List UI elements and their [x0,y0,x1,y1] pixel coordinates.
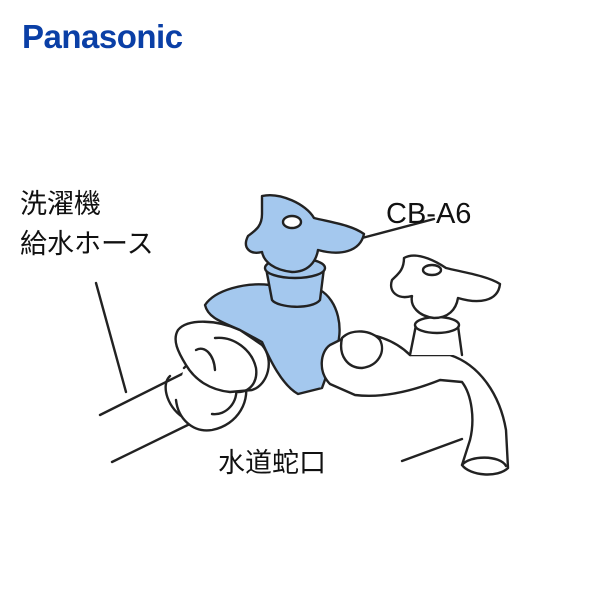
part-number-label: CB-A6 [386,198,472,230]
hose-coupling [174,320,270,394]
hose-label-line1: 洗濯機 [20,189,101,220]
faucet-label: 水道蛇口 [218,448,326,479]
faucet-leader-line [400,437,464,463]
hose-leader-line [94,281,128,394]
cb-a6-adapter [203,194,366,396]
water-faucet [320,254,510,476]
panasonic-logo: Panasonic [22,18,183,55]
hose-label-line2: 給水ホース [20,229,154,260]
part-leader-line [360,217,436,240]
